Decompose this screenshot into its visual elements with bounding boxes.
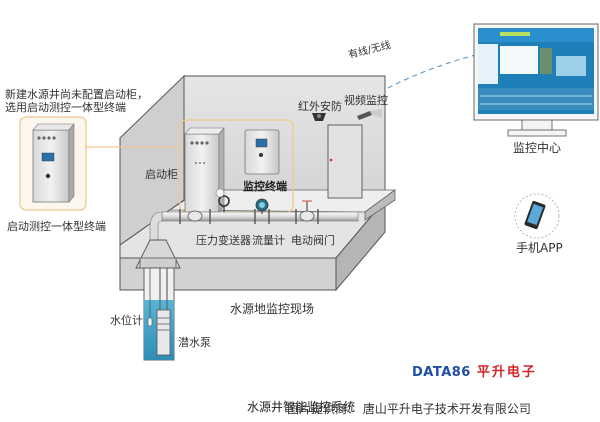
flow-meter-icon	[255, 198, 269, 214]
logo-en: DATA86	[412, 365, 471, 380]
water-level-sensor-icon	[147, 317, 153, 327]
site-label: 水源地监控现场	[230, 302, 315, 316]
well-shaft	[143, 267, 175, 361]
submersible-pump-icon	[156, 309, 171, 356]
image-credit: 图片提供商： 唐山平升电子技术开发有限公司	[287, 402, 531, 416]
note-line-1: 新建水源井尚未配置启动柜，	[5, 88, 148, 101]
diagram-caption: 水源井智能监控系统	[247, 400, 356, 414]
infrared-sensor-icon	[312, 113, 326, 121]
monitor-terminal-label: 监控终端	[243, 180, 287, 193]
integrated-terminal-label: 启动测控一体型终端	[7, 220, 106, 233]
pressure-transmitter-label: 压力变送器	[196, 234, 251, 247]
start-cabinet	[184, 127, 225, 213]
start-cabinet-label: 启动柜	[145, 168, 178, 181]
door	[327, 124, 363, 199]
water-level-meter-label: 水位计	[110, 314, 143, 327]
electric-valve-label: 电动阀门	[291, 234, 335, 247]
video-monitor-label: 视频监控	[344, 94, 388, 107]
pipe-flanges	[179, 209, 319, 224]
company-logo: DATA86 平升电子	[412, 361, 537, 380]
wellhead	[135, 239, 181, 269]
submersible-pump-label: 潜水泵	[178, 336, 211, 349]
integrated-terminal-cabinet	[32, 123, 75, 203]
logo-cn: 平升电子	[476, 365, 537, 380]
electric-valve-icon	[299, 200, 315, 222]
mobile-app-label: 手机APP	[516, 241, 563, 255]
video-camera-icon	[357, 109, 382, 120]
monitor-terminal-box	[244, 129, 280, 175]
mobile-app-icon	[514, 193, 560, 239]
infrared-security-label: 红外安防	[298, 100, 342, 113]
pressure-transmitter-icon	[187, 188, 230, 222]
monitor-center-label: 监控中心	[513, 141, 562, 155]
note-line-2: 选用启动测控一体型终端	[5, 101, 126, 114]
flow-meter-label: 流量计	[252, 234, 285, 247]
monitor-center-display	[473, 23, 599, 137]
